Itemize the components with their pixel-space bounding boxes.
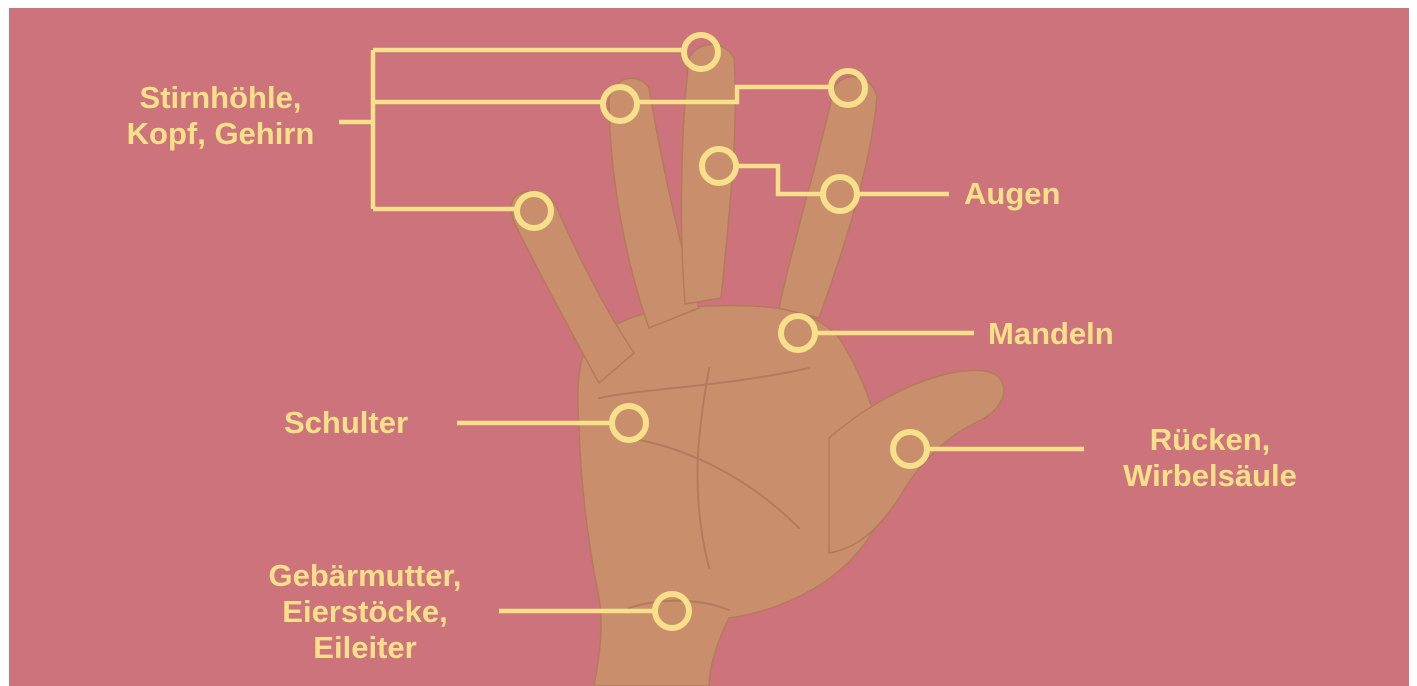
label-schulter: Schulter [284,405,408,441]
label-line: Eierstöcke, [255,594,475,630]
label-line: Eileiter [255,630,475,666]
label-gebaermutter: Gebärmutter, Eierstöcke, Eileiter [255,558,475,666]
label-line: Schulter [284,405,408,441]
label-line: Rücken, [1105,422,1315,458]
label-line: Stirnhöhle, [118,80,323,116]
label-line: Augen [964,176,1060,212]
label-line: Kopf, Gehirn [118,116,323,152]
label-ruecken: Rücken, Wirbelsäule [1105,422,1315,494]
label-line: Gebärmutter, [255,558,475,594]
label-mandeln: Mandeln [988,316,1114,352]
label-line: Mandeln [988,316,1114,352]
label-line: Wirbelsäule [1105,458,1315,494]
label-augen: Augen [964,176,1060,212]
label-stirnhoehle: Stirnhöhle, Kopf, Gehirn [118,80,323,152]
